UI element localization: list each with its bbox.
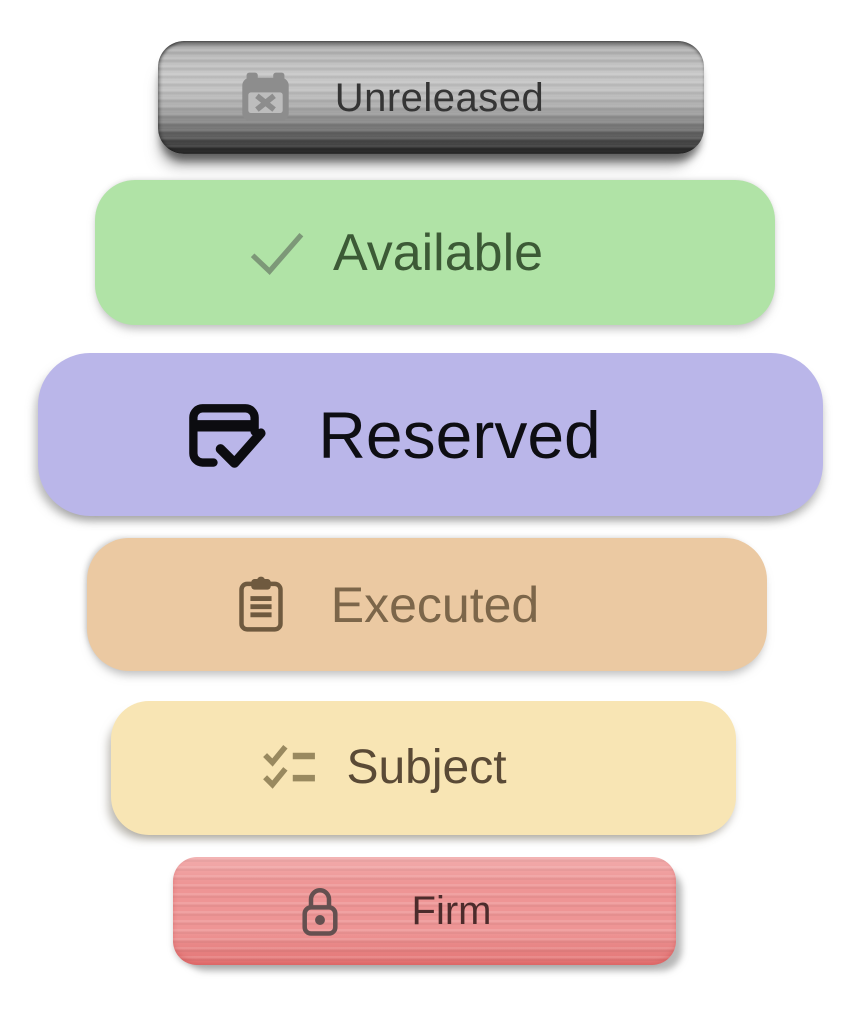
badge-executed[interactable]: Executed [87,538,767,671]
list-checks-icon [260,744,320,792]
badge-label: Reserved [318,397,601,472]
check-icon [247,229,307,276]
calendar-x-icon [238,70,293,125]
badge-reserved[interactable]: Reserved [38,353,823,516]
badge-subject[interactable]: Subject [111,701,736,835]
badge-label: Unreleased [334,75,545,120]
badge-available[interactable]: Available [95,180,775,325]
badge-label: Executed [330,576,540,633]
badge-label: Firm [411,889,492,933]
clipboard-icon [235,575,287,635]
badge-label: Subject [346,741,507,794]
badge-unreleased[interactable]: Unreleased [158,41,704,154]
card-check-icon [180,393,268,477]
badge-label: Available [332,223,544,282]
lock-icon [298,884,342,938]
badge-firm[interactable]: Firm [173,857,676,965]
